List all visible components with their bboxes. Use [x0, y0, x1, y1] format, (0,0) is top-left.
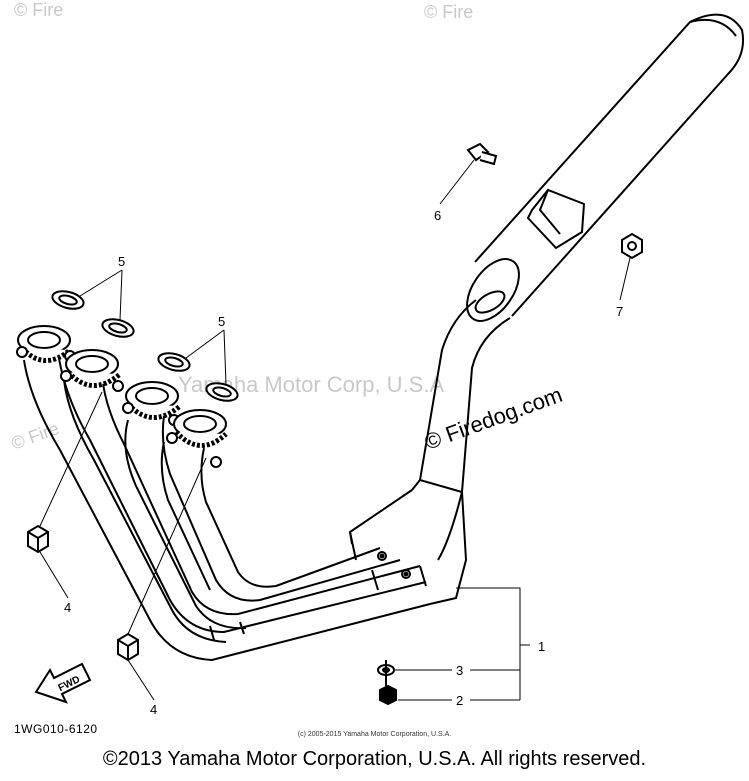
watermarks: © Fire © Fire © Fire Yamaha Motor Corp, … [9, 0, 474, 454]
part-code: 1WG010-6120 [14, 722, 98, 736]
flange-4 [166, 409, 228, 468]
callout-5-lower: 5 [218, 314, 225, 329]
nut-4-upper [27, 524, 49, 554]
flange-2 [60, 349, 124, 392]
footer-copyright: ©2013 Yamaha Motor Corporation, U.S.A. A… [102, 748, 647, 770]
callout-4-lower: 4 [150, 702, 157, 717]
connector-pipe [419, 290, 511, 493]
callouts: 1 2 3 4 4 5 5 6 7 [64, 208, 623, 717]
flange-1 [16, 325, 76, 363]
callout-4-upper: 4 [64, 600, 71, 615]
callout-6: 6 [434, 208, 441, 223]
small-copyright: (c) 2005-2015 Yamaha Motor Corporation, … [297, 731, 452, 738]
bolt-6 [466, 142, 498, 166]
flange-3 [122, 381, 182, 426]
callout-5-upper: 5 [118, 254, 125, 269]
collector [348, 478, 468, 605]
callout-2: 2 [456, 693, 463, 708]
watermark-topleft: © Fire [14, 0, 63, 20]
fwd-arrow: FWD [34, 662, 92, 704]
muffler [466, 13, 744, 322]
watermark-left: © Fire [9, 418, 62, 454]
watermark-topcenter: © Fire [424, 2, 473, 22]
flanges [16, 325, 228, 468]
callout-3: 3 [456, 663, 463, 678]
gaskets [51, 290, 239, 402]
bolt-2 [379, 660, 397, 706]
nut-7 [621, 232, 643, 260]
callout-7: 7 [616, 304, 623, 319]
callout-1: 1 [538, 639, 545, 654]
leader-lines [39, 159, 631, 701]
nut-4-lower [117, 632, 139, 662]
